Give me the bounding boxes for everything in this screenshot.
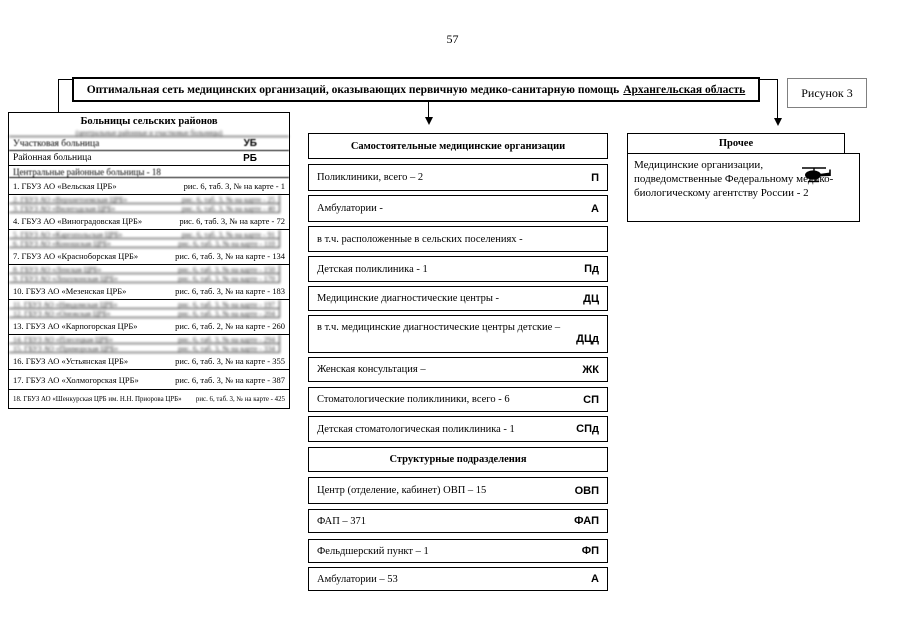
- item-feldsher-point: Фельдшерский пункт – 1 ФП: [308, 539, 608, 563]
- map-ref: рис. 6, таб. 3, № на карте - 334: [178, 344, 275, 353]
- abbr-badge: ФАП: [574, 515, 599, 527]
- map-ref: рис. 6, таб. 3, № на карте - 425: [195, 395, 285, 403]
- title-text: Оптимальная сеть медицинских организаций…: [86, 83, 620, 96]
- item-fap: ФАП – 371 ФАП: [308, 509, 608, 533]
- table-row-illegible: 3. ГБУЗ АО «Вилегодская ЦРБ» рис. 6, таб…: [9, 204, 280, 213]
- item-rural-located: в т.ч. расположенные в сельских поселени…: [308, 226, 608, 252]
- map-ref: рис. 6, таб. 3, № на карте - 197: [178, 300, 275, 309]
- table-row-illegible: 2. ГБУЗ АО «Верхнетоемская ЦРБ» рис. 6, …: [9, 195, 280, 204]
- table-row: Центральные районные больницы - 18: [9, 166, 289, 178]
- abbr-badge: РБ: [243, 152, 257, 164]
- section-header-other: Прочее: [627, 133, 845, 154]
- map-ref: рис. 6, таб. 3, № на карте - 91: [181, 230, 275, 239]
- item-ovp-centers: Центр (отделение, кабинет) ОВП – 15 ОВП: [308, 477, 608, 504]
- table-row: 10. ГБУЗ АО «Мезенская ЦРБ» рис. 6, таб.…: [9, 283, 289, 300]
- title-box: Оптимальная сеть медицинских организаций…: [72, 77, 760, 102]
- map-ref: рис. 6, таб. 3, № на карте - 72: [179, 216, 285, 226]
- item-diagnostic-centers: Медицинские диагностические центры - ДЦ: [308, 286, 608, 311]
- abbr-badge: ЖК: [582, 363, 599, 376]
- table-row-illegible: 15. ГБУЗ АО «Приморская ЦРБ» рис. 6, таб…: [9, 344, 280, 353]
- page-number: 57: [446, 32, 459, 46]
- map-ref: рис. 6, таб. 3, № на карте - 150: [178, 265, 275, 274]
- abbr-badge: ФП: [581, 545, 599, 557]
- other-orgs-box: Медицинские организации, подведомственны…: [627, 153, 860, 222]
- abbr-badge: УБ: [243, 138, 257, 149]
- map-ref: рис. 6, таб. 3, № на карте - 40: [181, 204, 275, 213]
- other-orgs-text: Медицинские организации, подведомственны…: [634, 159, 834, 199]
- table-row-illegible: 8. ГБУЗ АО «Ленская ЦРБ» рис. 6, таб. 3,…: [9, 265, 280, 274]
- table-row-illegible: 5. ГБУЗ АО «Каргопольская ЦРБ» рис. 6, т…: [9, 230, 280, 239]
- item-dental-polyclinics: Стоматологические поликлиники, всего - 6…: [308, 387, 608, 412]
- arrow-down-icon: [774, 118, 782, 126]
- table-row: 17. ГБУЗ АО «Холмогорская ЦРБ» рис. 6, т…: [9, 370, 289, 390]
- map-ref: рис. 6, таб. 3, № на карте - 134: [175, 251, 285, 261]
- item-womens-consultation: Женская консультация – ЖК: [308, 357, 608, 382]
- connector-middle-vertical: [428, 102, 429, 118]
- title-region: Архангельская область: [623, 83, 746, 96]
- abbr-badge: Пд: [584, 263, 599, 275]
- section-header-independent-orgs: Самостоятельные медицинские организации: [308, 133, 608, 159]
- map-ref: рис. 6, таб. 3, № на карте - 183: [175, 286, 285, 296]
- connector-left-vertical: [58, 79, 59, 116]
- connector-left-horizontal: [58, 79, 74, 80]
- rural-hospitals-panel: Больницы сельских районов (центральные р…: [8, 112, 290, 409]
- item-children-diagnostic-centers: в т.ч. медицинские диагностические центр…: [308, 315, 608, 353]
- connector-right-horizontal: [759, 79, 778, 80]
- map-ref: рис. 6, таб. 3, № на карте - 1: [183, 181, 285, 191]
- table-row: 13. ГБУЗ АО «Карпогорская ЦРБ» рис. 6, т…: [9, 318, 289, 335]
- abbr-badge: П: [591, 171, 599, 184]
- table-row-illegible: 12. ГБУЗ АО «Онежская ЦРБ» рис. 6, таб. …: [9, 309, 280, 318]
- abbr-badge: СПд: [576, 423, 599, 435]
- table-row-illegible: 9. ГБУЗ АО «Лешуконская ЦРБ» рис. 6, таб…: [9, 274, 280, 283]
- table-row-illegible: 6. ГБУЗ АО «Коношская ЦРБ» рис. 6, таб. …: [9, 239, 280, 248]
- section-header-structural-units: Структурные подразделения: [308, 447, 608, 472]
- table-row: 16. ГБУЗ АО «Устьянская ЦРБ» рис. 6, таб…: [9, 353, 289, 370]
- map-ref: рис. 6, таб. 3, № на карте - 110: [178, 239, 275, 248]
- abbr-badge: ОВП: [574, 484, 599, 497]
- table-row: 7. ГБУЗ АО «Красноборская ЦРБ» рис. 6, т…: [9, 248, 289, 265]
- map-ref: рис. 6, таб. 3, № на карте - 294: [178, 335, 275, 344]
- panel-title: Больницы сельских районов: [80, 115, 218, 127]
- item-ambulatories: Амбулатории - А: [308, 195, 608, 222]
- item-children-polyclinic: Детская поликлиника - 1 Пд: [308, 256, 608, 282]
- table-row: Участковая больница УБ: [9, 137, 289, 151]
- map-ref: рис. 6, таб. 3, № на карте - 170: [178, 274, 275, 283]
- abbr-badge: СП: [583, 393, 599, 406]
- table-row-illegible: 11. ГБУЗ АО «Няндомская ЦРБ» рис. 6, таб…: [9, 300, 280, 309]
- figure-label-box: Рисунок 3: [787, 78, 867, 108]
- map-ref: рис. 6, таб. 3, № на карте - 25: [181, 195, 275, 204]
- table-row-illegible: 14. ГБУЗ АО «Плесецкая ЦРБ» рис. 6, таб.…: [9, 335, 280, 344]
- item-ambulatories-structural: Амбулатории – 53 А: [308, 567, 608, 591]
- item-polyclinics: Поликлиники, всего – 2 П: [308, 164, 608, 191]
- map-ref: рис. 6, таб. 3, № на карте - 204: [178, 309, 275, 318]
- abbr-badge: ДЦд: [576, 333, 599, 345]
- abbr-badge: ДЦ: [583, 292, 599, 305]
- abbr-badge: А: [591, 202, 599, 215]
- map-ref: рис. 6, таб. 3, № на карте - 355: [175, 356, 285, 366]
- panel-subtitle: (центральные районные и участковые больн…: [9, 129, 289, 137]
- helicopter-icon: [802, 167, 831, 183]
- abbr-badge: А: [591, 573, 599, 585]
- table-row: Районная больница РБ: [9, 151, 289, 166]
- arrow-down-icon: [425, 117, 433, 125]
- map-ref: рис. 6, таб. 3, № на карте - 387: [175, 374, 285, 385]
- connector-right-vertical: [777, 79, 778, 119]
- map-ref: рис. 6, таб. 2, № на карте - 260: [175, 321, 285, 331]
- table-row: 18. ГБУЗ АО «Шенкурская ЦРБ им. Н.Н. При…: [13, 395, 285, 403]
- table-row: 4. ГБУЗ АО «Виноградовская ЦРБ» рис. 6, …: [9, 213, 289, 230]
- item-children-dental-polyclinic: Детская стоматологическая поликлиника - …: [308, 416, 608, 442]
- table-row: 1. ГБУЗ АО «Вельская ЦРБ» рис. 6, таб. 3…: [9, 178, 289, 195]
